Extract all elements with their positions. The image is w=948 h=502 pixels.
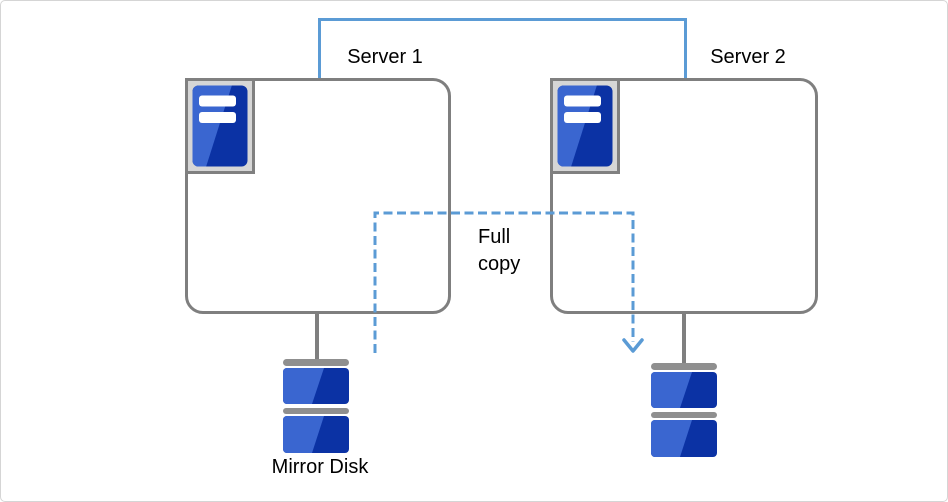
server2-disk-connector — [682, 312, 686, 363]
mirror-disk-label: Mirror Disk — [271, 456, 369, 478]
mirror-disk-icon — [283, 359, 349, 454]
full-copy-label: Full copy — [478, 226, 521, 275]
server1-disk-connector — [315, 312, 319, 359]
server2-label: Server 2 — [710, 46, 786, 68]
server1-label: Server 1 — [347, 46, 423, 68]
server-icon — [185, 78, 255, 174]
server-interconnect-line — [318, 18, 687, 79]
disk-stack-icon — [651, 363, 717, 458]
dashed-arrow-down-icon — [622, 338, 644, 353]
server-icon — [550, 78, 620, 174]
